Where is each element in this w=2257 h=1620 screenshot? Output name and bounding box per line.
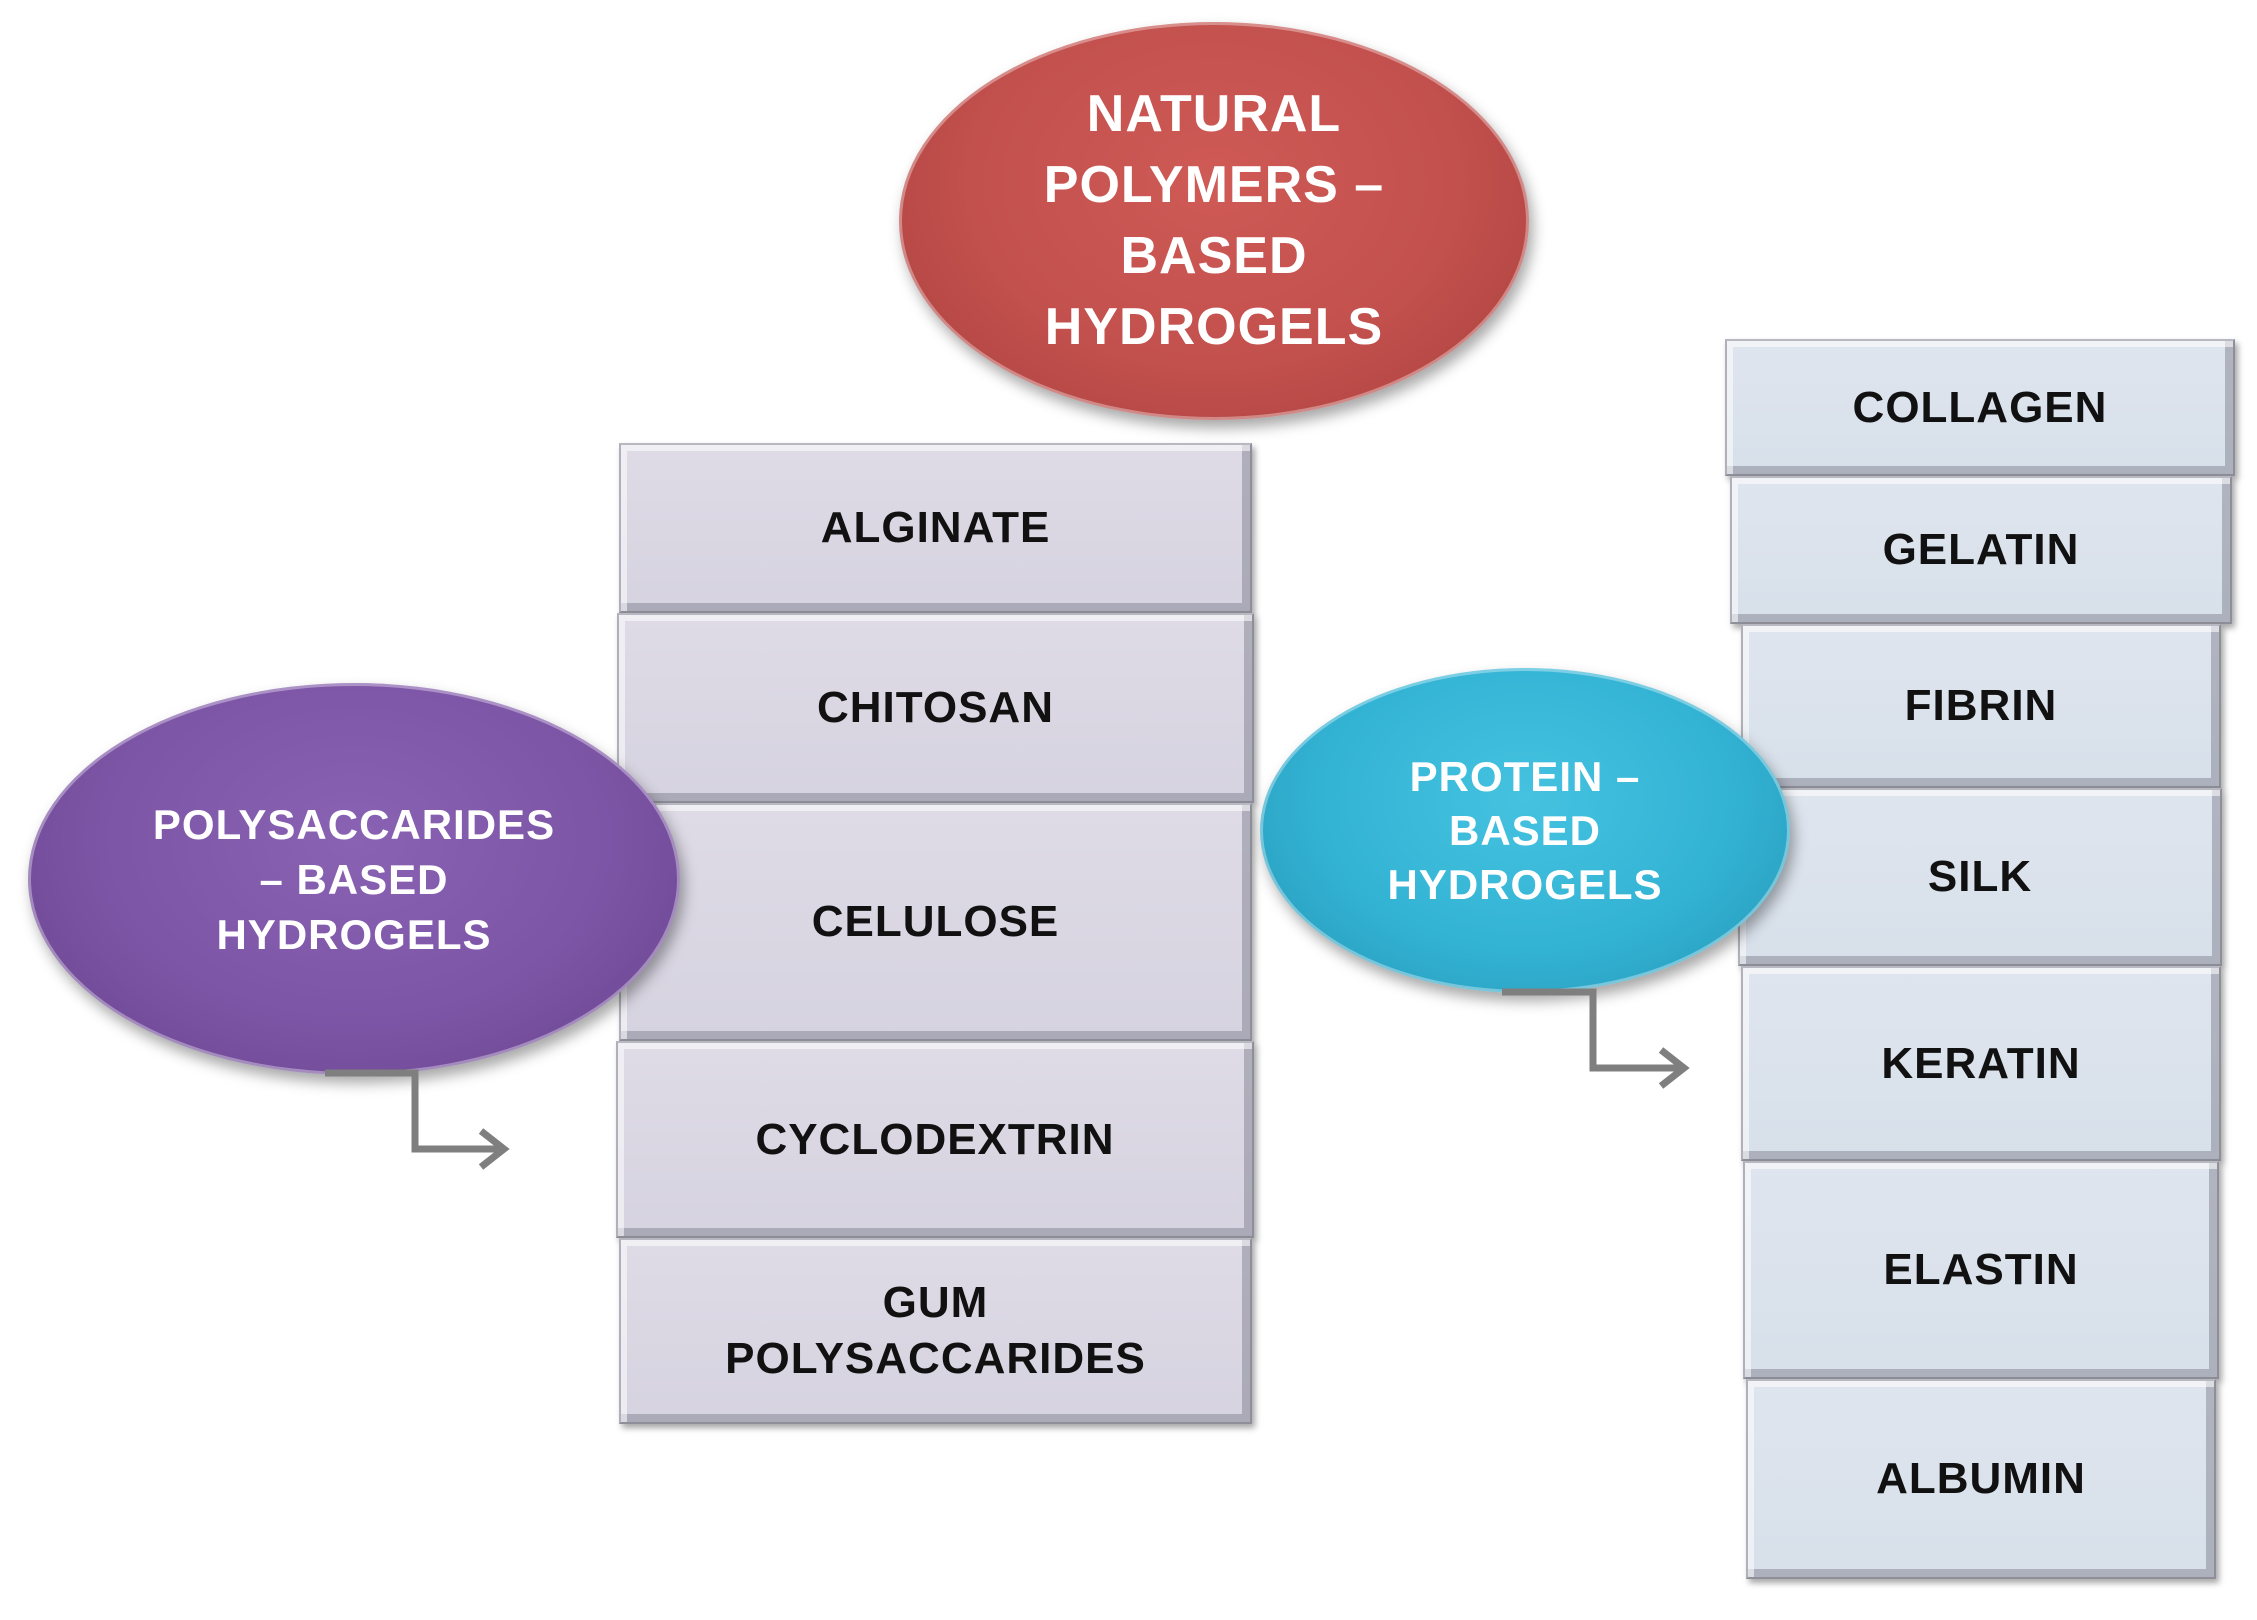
protein-item-collagen: COLLAGEN [1725, 339, 2235, 476]
protein-item-silk: SILK [1738, 788, 2222, 966]
natural-polymers-node: NATURAL POLYMERS – BASED HYDROGELS [899, 22, 1529, 420]
polysaccharides-node: POLYSACCARIDES – BASED HYDROGELS [28, 683, 680, 1075]
polysaccharide-item-celulose: CELULOSE [619, 803, 1252, 1041]
protein-item-gelatin: GELATIN [1730, 476, 2232, 624]
protein-item-fibrin: FIBRIN [1741, 624, 2221, 788]
protein-item-albumin: ALBUMIN [1746, 1379, 2216, 1579]
polysaccharide-item-cyclodextrin: CYCLODEXTRIN [616, 1041, 1254, 1238]
polysaccharide-item-alginate: ALGINATE [619, 443, 1252, 613]
polysaccharide-item-gum: GUM POLYSACCARIDES [619, 1238, 1252, 1424]
protein-item-elastin: ELASTIN [1743, 1161, 2219, 1379]
polysaccharide-item-chitosan: CHITOSAN [617, 613, 1254, 803]
protein-node: PROTEIN – BASED HYDROGELS [1260, 668, 1790, 993]
protein-item-keratin: KERATIN [1741, 966, 2221, 1161]
protein-label: PROTEIN – BASED HYDROGELS [1387, 752, 1663, 908]
natural-polymers-label: NATURAL POLYMERS – BASED HYDROGELS [1043, 85, 1385, 356]
polysaccharides-label: POLYSACCARIDES – BASED HYDROGELS [152, 800, 556, 958]
